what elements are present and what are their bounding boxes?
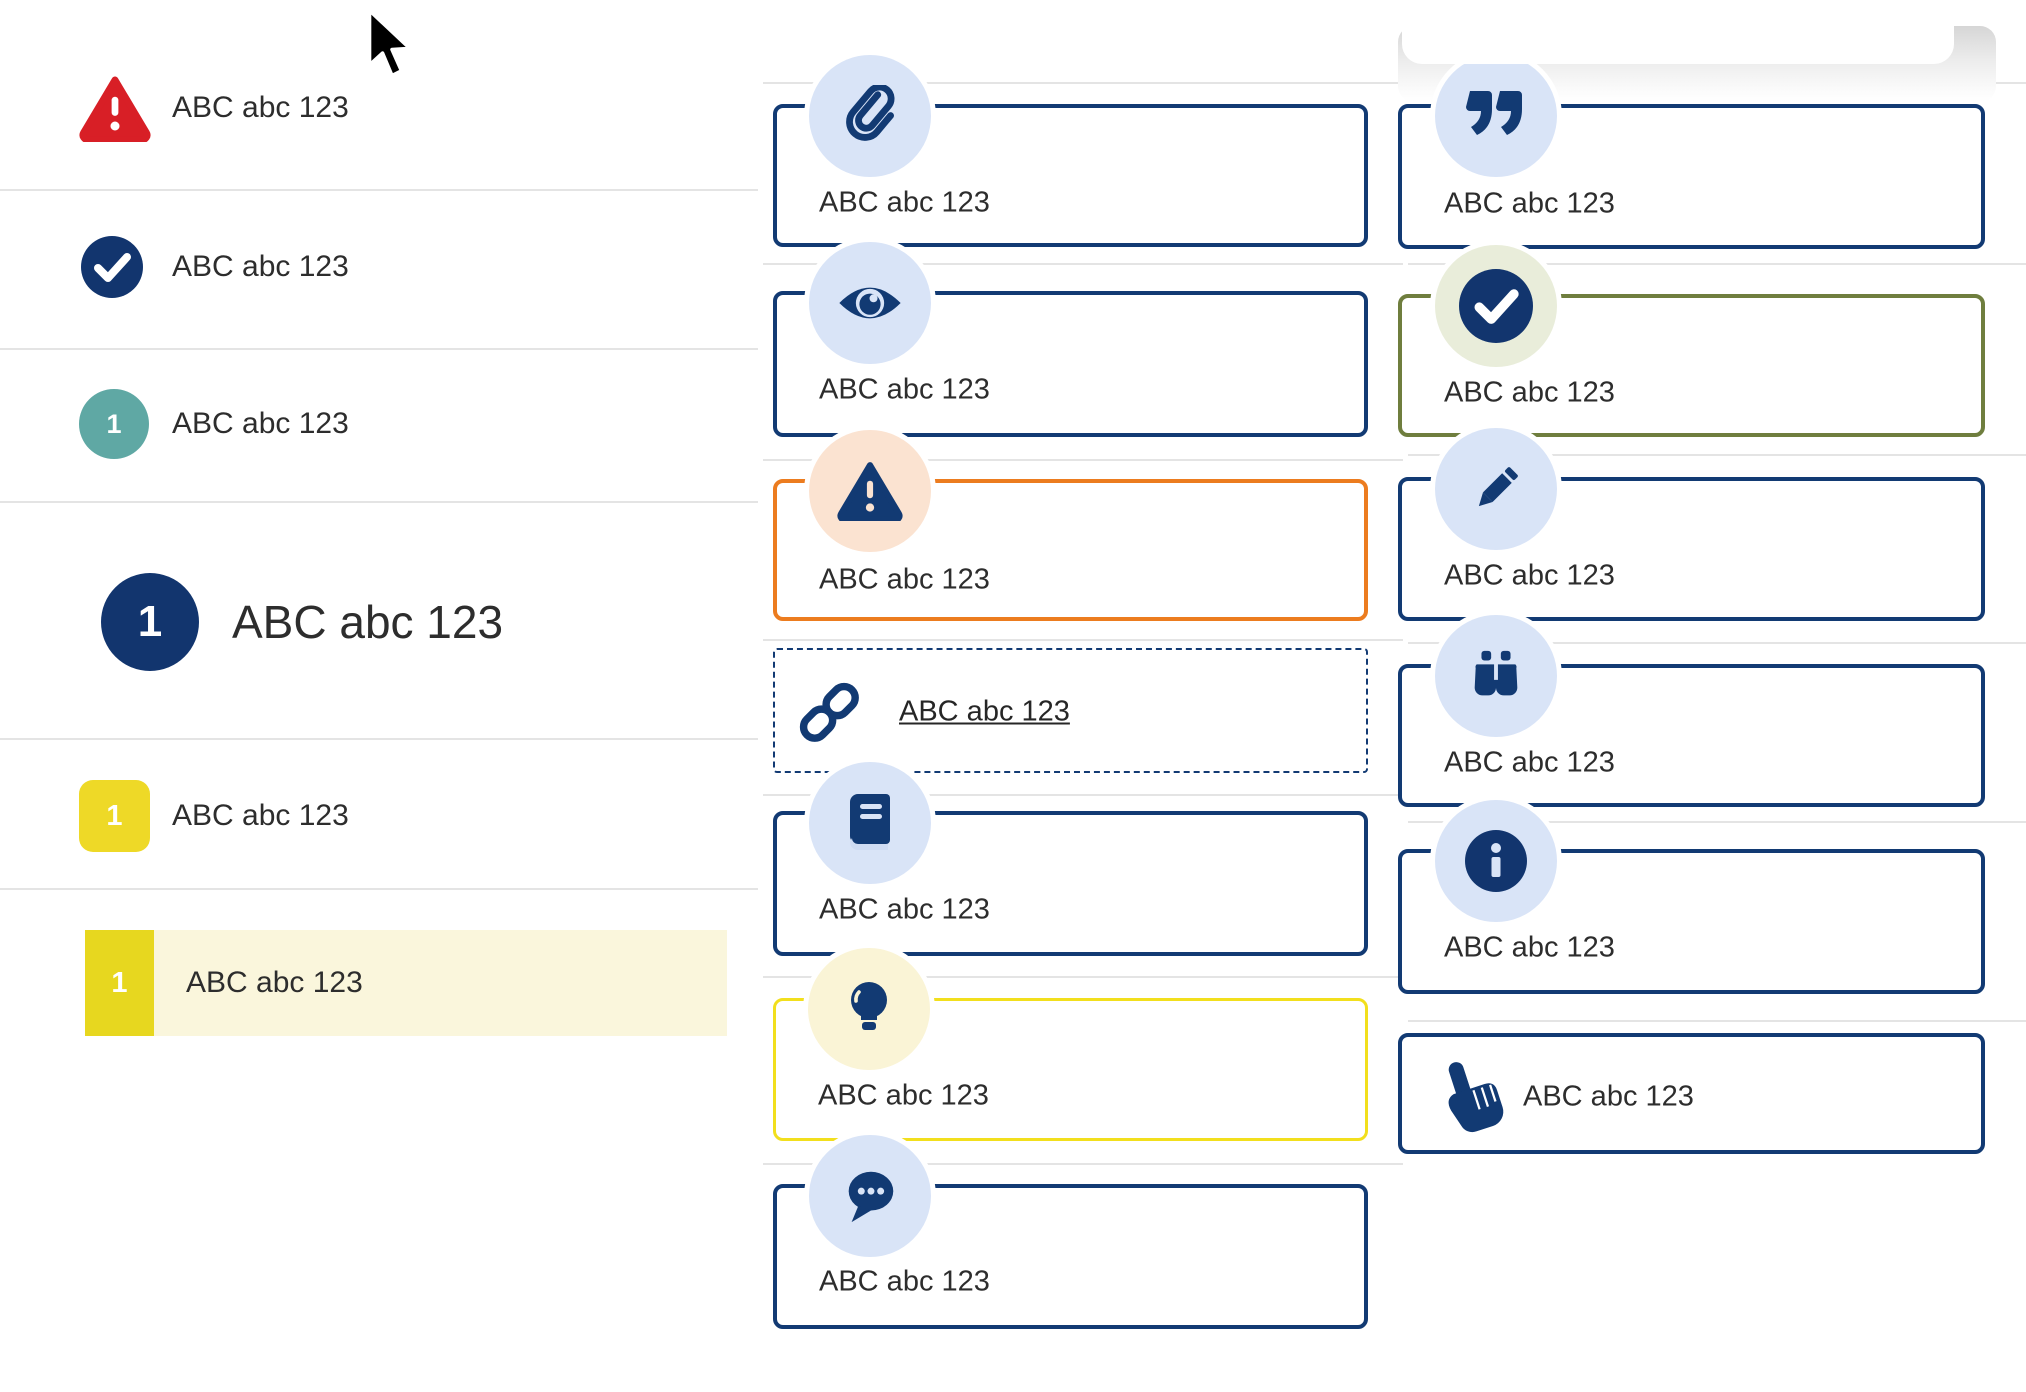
callout-view: ABC abc 123 [773, 242, 1368, 437]
left-divider [0, 888, 758, 890]
step-number: 1 [137, 597, 163, 646]
callout-edit: ABC abc 123 [1398, 428, 1985, 621]
callout-label: ABC abc 123 [819, 1265, 990, 1298]
info-circle-icon [1435, 800, 1557, 922]
callout-label: ABC abc 123 [1444, 746, 1615, 779]
quote-icon [1435, 55, 1557, 177]
middle-divider [763, 794, 1403, 796]
yellow-number-bar: 1 [85, 930, 154, 1036]
middle-divider [763, 263, 1403, 265]
callout-info: ABC abc 123 [1398, 800, 1985, 994]
step-number: 1 [106, 799, 123, 832]
callout-quote: ABC abc 123 [1398, 55, 1985, 249]
left-divider [0, 738, 758, 740]
left-divider [0, 348, 758, 350]
callout-label: ABC abc 123 [1444, 559, 1615, 592]
right-divider [1408, 821, 2026, 823]
middle-divider [763, 976, 1403, 978]
callout-label: ABC abc 123 [819, 186, 990, 219]
check-circle-icon [81, 236, 143, 298]
right-divider [1408, 454, 2026, 456]
list-item-label: ABC abc 123 [172, 799, 349, 832]
callout-label: ABC abc 123 [1444, 187, 1615, 220]
eye-icon [809, 242, 931, 364]
callout-comment: ABC abc 123 [773, 1135, 1368, 1329]
callout-warning: ABC abc 123 [773, 430, 1368, 621]
list-item-label: ABC abc 123 [172, 91, 349, 124]
chat-bubble-icon [809, 1135, 931, 1257]
step-number: 1 [111, 966, 128, 999]
left-divider [0, 189, 758, 191]
link-chain-icon [799, 682, 859, 742]
mouse-cursor [367, 8, 412, 78]
warning-triangle-icon [79, 76, 151, 142]
callout-tip: ABC abc 123 [773, 948, 1368, 1141]
callout-reference: ABC abc 123 [773, 762, 1368, 956]
hand-pointer-icon [1448, 1062, 1504, 1133]
callout-label: ABC abc 123 [1444, 931, 1615, 964]
callout-action: ABC abc 123 [1398, 1033, 1985, 1154]
callout-link-text[interactable]: ABC abc 123 [899, 695, 1070, 728]
list-item-label: ABC abc 123 [186, 966, 363, 999]
left-divider [0, 501, 758, 503]
middle-divider [763, 459, 1403, 461]
right-divider [1408, 1020, 2026, 1022]
middle-divider [763, 1163, 1403, 1165]
list-item-label: ABC abc 123 [172, 250, 349, 283]
teal-number-badge: 1 [79, 389, 149, 459]
pencil-icon [1435, 428, 1557, 550]
callout-label: ABC abc 123 [819, 373, 990, 406]
callout-link[interactable]: ABC abc 123 [773, 648, 1368, 773]
list-item-label: ABC abc 123 [172, 407, 349, 440]
paperclip-icon [809, 55, 931, 177]
lightbulb-icon [808, 948, 930, 1070]
callout-label: ABC abc 123 [819, 563, 990, 596]
panel-top-tab [1402, 10, 1954, 64]
callout-label: ABC abc 123 [1523, 1080, 1694, 1113]
selected-row-highlight [85, 930, 727, 1036]
callout-label: ABC abc 123 [1444, 376, 1615, 409]
callout-label: ABC abc 123 [818, 1079, 989, 1112]
warning-triangle-icon [809, 430, 931, 552]
callout-label: ABC abc 123 [819, 893, 990, 926]
check-circle-icon [1435, 245, 1557, 367]
callout-success: ABC abc 123 [1398, 245, 1985, 437]
middle-divider [763, 639, 1403, 641]
callout-attachment: ABC abc 123 [773, 55, 1368, 247]
middle-divider [763, 82, 1403, 84]
callout-search: ABC abc 123 [1398, 615, 1985, 807]
step-number: 1 [106, 408, 122, 439]
right-divider [1408, 642, 2026, 644]
binoculars-icon [1435, 615, 1557, 737]
navy-number-badge-large: 1 [101, 573, 199, 671]
book-icon [809, 762, 931, 884]
yellow-number-badge: 1 [79, 780, 150, 852]
right-divider [1408, 263, 2026, 265]
list-item-label-large: ABC abc 123 [232, 596, 504, 648]
